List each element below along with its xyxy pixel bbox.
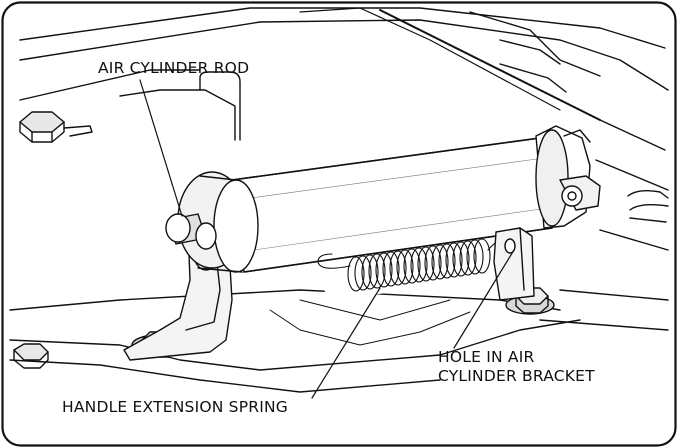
air-cylinder (165, 125, 601, 273)
extension-spring (316, 238, 517, 300)
leader-lines (139, 79, 515, 399)
label-handle-extension-spring: HANDLE EXTENSION SPRING (62, 398, 289, 416)
label-hole-line1: HOLE IN AIR (438, 348, 535, 366)
label-hole-line2: CYLINDER BRACKET (438, 367, 595, 385)
spring-coils (347, 238, 491, 292)
leader-extension-spring (311, 287, 381, 399)
label-hole-in-air-cylinder-bracket: HOLE IN AIR CYLINDER BRACKET (438, 348, 595, 386)
leader-air-cylinder-rod (139, 79, 183, 217)
right-housing (539, 119, 669, 331)
leader-hole-bracket (453, 249, 515, 349)
label-air-cylinder-rod: AIR CYLINDER ROD (98, 59, 250, 77)
upper-housing (19, 7, 669, 141)
left-bolt (19, 111, 93, 143)
right-bracket (493, 227, 535, 301)
